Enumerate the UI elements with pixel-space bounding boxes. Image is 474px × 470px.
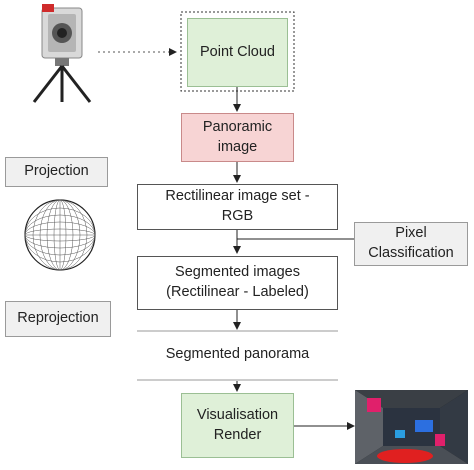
pixel-classification-label: Pixel Classification bbox=[368, 225, 454, 261]
reprojection-node: Reprojection bbox=[5, 301, 111, 337]
projection-node: Projection bbox=[5, 157, 108, 187]
point-cloud-label: Point Cloud bbox=[200, 43, 275, 60]
panoramic-image-node: Panoramic image bbox=[181, 113, 294, 162]
wireframe-sphere-icon bbox=[24, 199, 96, 271]
reprojection-label: Reprojection bbox=[17, 310, 99, 327]
pixel-classification-node: Pixel Classification bbox=[354, 222, 468, 266]
rectilinear-image-set-label: Rectilinear image set - RGB bbox=[165, 188, 310, 224]
visualisation-render-label: Visualisation Render bbox=[196, 406, 279, 443]
point-cloud-node: Point Cloud bbox=[187, 18, 288, 87]
laser-scanner-icon bbox=[32, 4, 92, 103]
visualisation-render-node: Visualisation Render bbox=[181, 393, 294, 458]
projection-label: Projection bbox=[24, 163, 89, 180]
rectilinear-image-set-node: Rectilinear image set - RGB bbox=[137, 184, 338, 230]
segmented-images-node: Segmented images (Rectilinear - Labeled) bbox=[137, 256, 338, 310]
segmented-panorama-label: Segmented panorama bbox=[165, 346, 310, 362]
rendered-room-thumbnail bbox=[355, 390, 468, 464]
segmented-images-label: Segmented images (Rectilinear - Labeled) bbox=[166, 264, 309, 300]
panoramic-image-label: Panoramic image bbox=[202, 118, 273, 155]
